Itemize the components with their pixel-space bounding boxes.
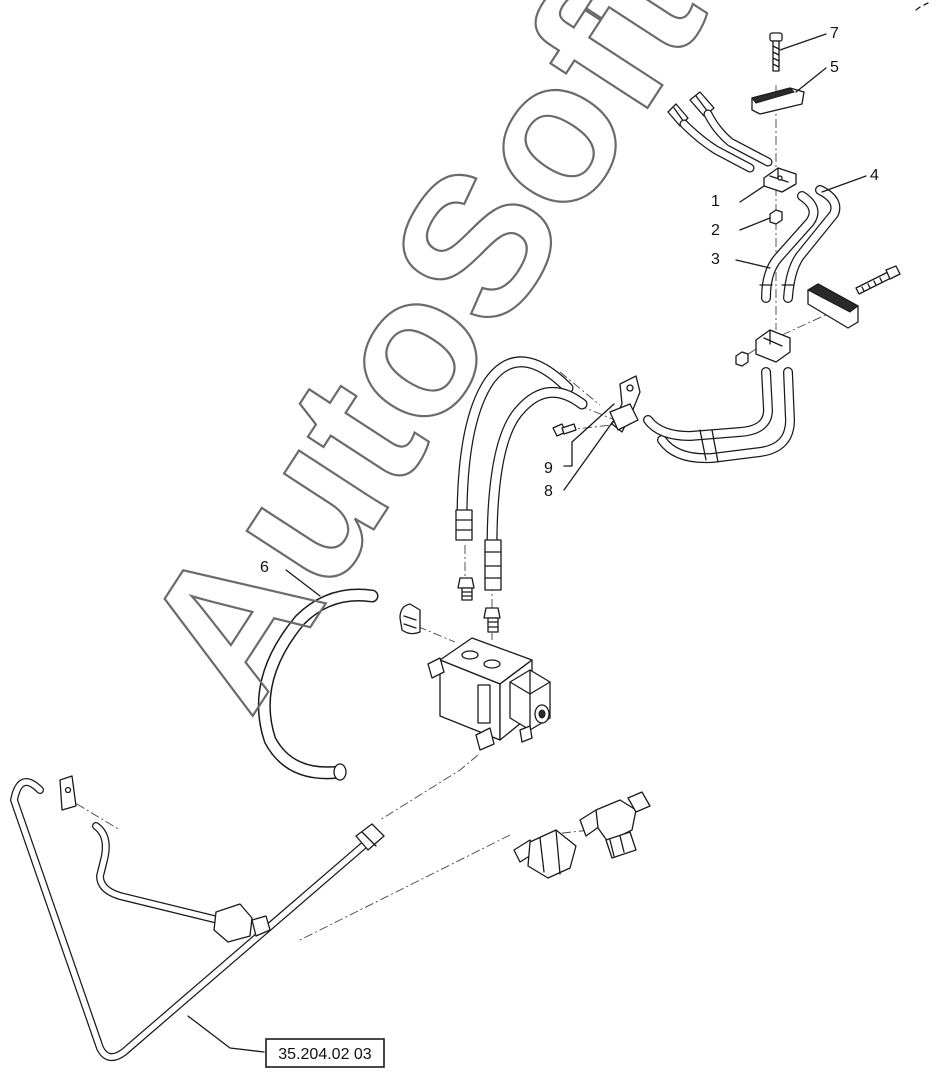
long-hoses bbox=[455, 356, 795, 591]
callout-8: 8 bbox=[544, 483, 553, 500]
middle-bolt bbox=[855, 265, 901, 295]
nut-2 bbox=[769, 209, 783, 225]
upper-hoses bbox=[679, 109, 841, 303]
middle-nut bbox=[735, 351, 749, 367]
middle-clamp-block bbox=[755, 329, 791, 363]
small-bolt bbox=[552, 423, 577, 437]
middle-clamp-half bbox=[806, 283, 859, 329]
hose-6 bbox=[257, 588, 421, 781]
callout-4: 4 bbox=[870, 167, 879, 184]
middle-clamp-assembly bbox=[735, 265, 901, 367]
callout-7: 7 bbox=[830, 25, 839, 42]
valve-adapters bbox=[457, 577, 501, 633]
callout-9: 9 bbox=[544, 460, 553, 477]
callout-2: 2 bbox=[711, 222, 720, 239]
corner-mark bbox=[915, 2, 929, 11]
bracket-8-9 bbox=[552, 375, 641, 437]
callout-6: 6 bbox=[260, 559, 269, 576]
reference-label[interactable]: 35.204.02 03 bbox=[278, 1046, 372, 1063]
hose-clip bbox=[399, 603, 421, 635]
hydraulic-valve-block bbox=[427, 637, 551, 751]
callout-leaders bbox=[187, 33, 867, 1053]
tee-fitting bbox=[579, 791, 651, 859]
clamp-half-5 bbox=[751, 87, 805, 115]
watermark-text: AutoSoft bbox=[99, 0, 746, 743]
elbow-fitting bbox=[513, 829, 577, 879]
lower-steel-pipe bbox=[10, 775, 385, 1062]
callout-3: 3 bbox=[711, 251, 720, 268]
clamp-block-1 bbox=[763, 167, 797, 193]
bolt-7 bbox=[769, 32, 783, 72]
watermark: AutoSoft bbox=[98, 0, 747, 745]
reference-box[interactable]: 35.204.02 03 bbox=[265, 1038, 385, 1068]
elbow-tee-fittings bbox=[513, 791, 651, 879]
callout-1: 1 bbox=[711, 193, 720, 210]
callout-labels: 7 5 1 2 3 4 6 9 8 bbox=[260, 25, 879, 576]
callout-5: 5 bbox=[830, 59, 839, 76]
